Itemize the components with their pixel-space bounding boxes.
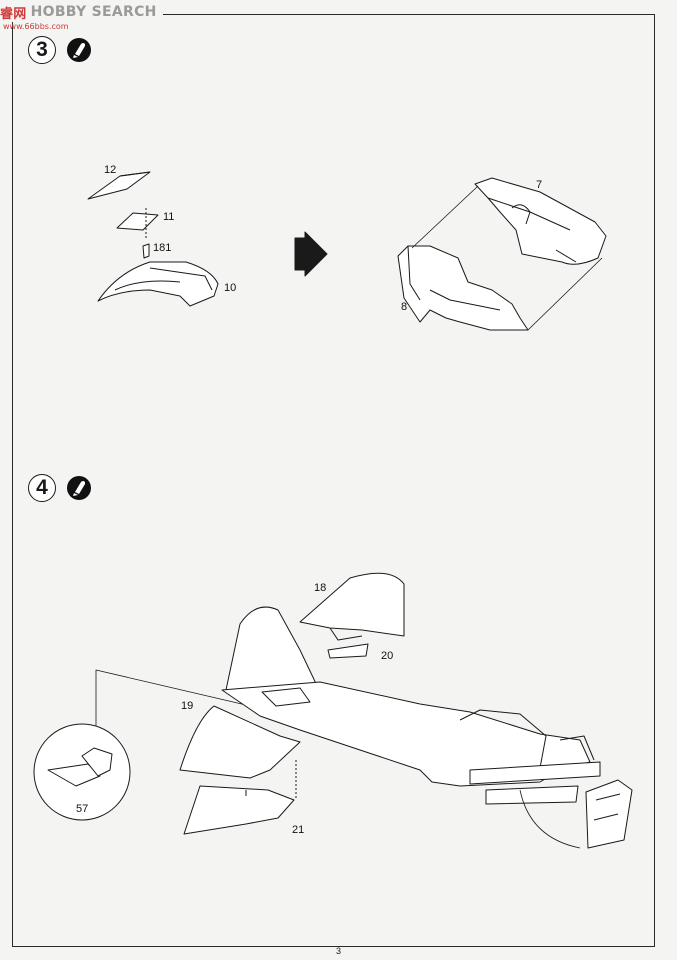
part-label-10: 10 bbox=[224, 282, 237, 294]
part-label-18: 18 bbox=[314, 582, 327, 594]
watermark-text: HOBBY SEARCH bbox=[30, 4, 157, 20]
part-label-7: 7 bbox=[536, 179, 543, 191]
part-label-12: 12 bbox=[104, 164, 117, 176]
watermark: 睿网 HOBBY SEARCH www.66bbs.com bbox=[0, 2, 163, 31]
page-frame bbox=[12, 14, 655, 947]
part-label-8: 8 bbox=[401, 301, 408, 313]
watermark-url: www.66bbs.com bbox=[3, 22, 69, 31]
part-label-20: 20 bbox=[381, 650, 394, 662]
watermark-chinese: 睿网 bbox=[0, 6, 27, 22]
part-label-11: 11 bbox=[163, 211, 175, 223]
step-4-number: 4 bbox=[28, 474, 56, 502]
part-label-19: 19 bbox=[181, 700, 194, 712]
step-3-number: 3 bbox=[28, 36, 56, 64]
page-number: 3 bbox=[335, 946, 341, 956]
cement-glue-icon bbox=[67, 476, 91, 500]
part-label-181: 181 bbox=[153, 242, 172, 254]
cement-glue-icon bbox=[67, 38, 91, 62]
part-label-21: 21 bbox=[292, 824, 305, 836]
part-label-57: 57 bbox=[76, 803, 89, 815]
